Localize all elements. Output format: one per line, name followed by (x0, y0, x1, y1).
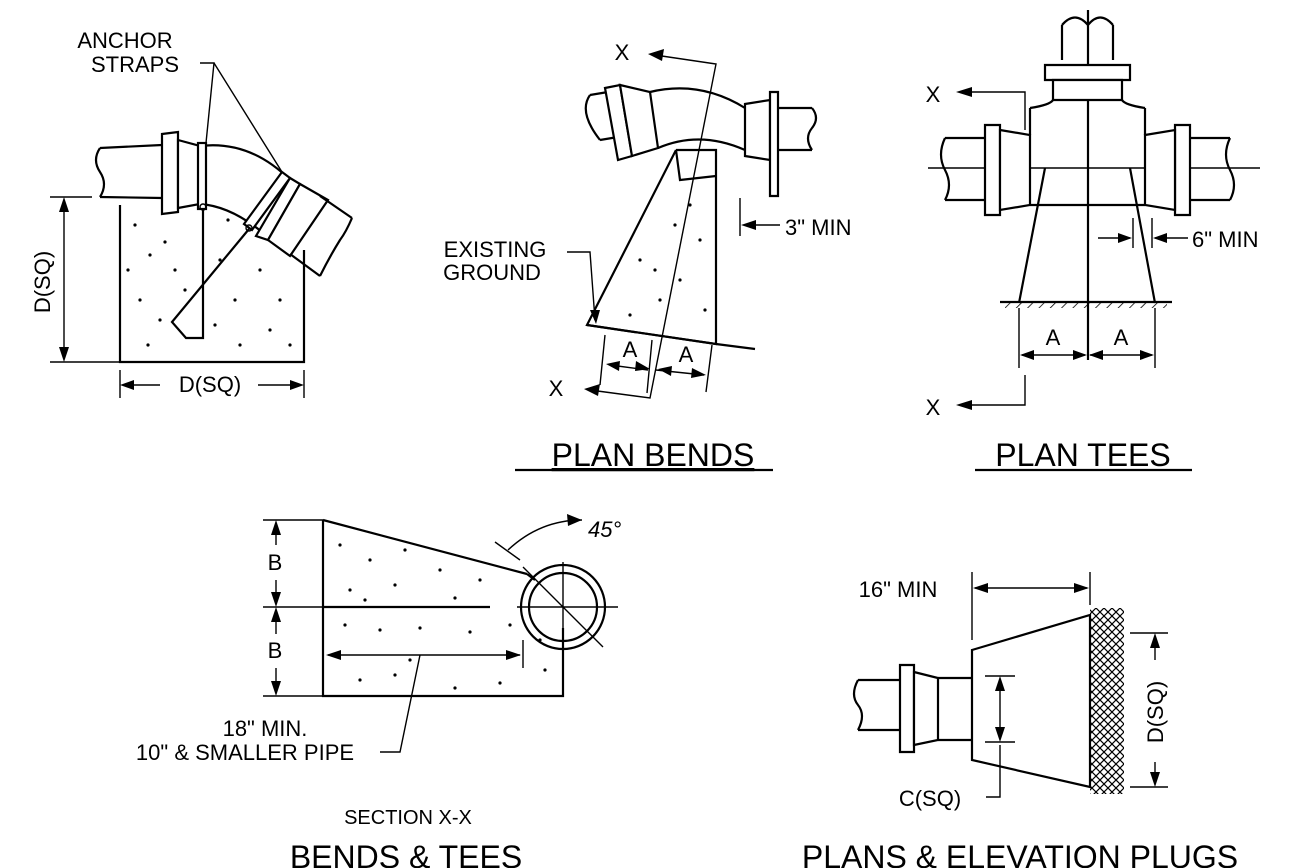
existing-ground-label-1: EXISTING (444, 237, 547, 262)
ten-smaller-label: 10" & SMALLER PIPE (136, 740, 354, 765)
csq-label: C(SQ) (899, 786, 961, 811)
dsq-plug-label: D(SQ) (1143, 681, 1168, 743)
x-bends-top-label: X (615, 40, 630, 65)
plans-elevation-plugs-title: PLANS & ELEVATION PLUGS (802, 839, 1238, 868)
sixteen-min-label: 16" MIN (859, 577, 938, 602)
anchor-concrete-block (118, 205, 306, 364)
b-bottom-label: B (268, 638, 283, 663)
a-tees-label-2: A (1114, 325, 1129, 350)
plan-bends-aggregate (628, 203, 707, 317)
section-xx-label: SECTION X-X (344, 807, 472, 829)
anchor-strap-1 (196, 141, 208, 211)
dsq-left-horizontal-label: D(SQ) (179, 372, 241, 397)
dsq-left-vertical-label: D(SQ) (30, 251, 55, 313)
anchor-pipe-left (99, 143, 163, 200)
plan-tees-detail (928, 10, 1260, 410)
anchor-concrete-aggregate (126, 218, 292, 347)
anchor-straps-label-2: STRAPS (91, 52, 179, 77)
plan-bends-detail (567, 49, 818, 399)
bends-tees-title: BENDS & TEES (290, 839, 522, 868)
forty-five-label: 45° (588, 517, 621, 542)
plug-detail (852, 572, 1168, 798)
section-aggregate (338, 543, 547, 690)
plan-bends-title: PLAN BENDS (552, 437, 755, 473)
anchor-straps-label-1: ANCHOR (77, 28, 172, 53)
tees-ground-hatch (1005, 302, 1167, 308)
a-bends-label-1: A (623, 337, 638, 362)
plan-tees-title: PLAN TEES (995, 437, 1170, 473)
anchor-detail (50, 62, 354, 398)
six-min-label: 6" MIN (1192, 227, 1258, 252)
a-bends-label-2: A (679, 342, 694, 367)
a-tees-label-1: A (1046, 325, 1061, 350)
x-bends-bottom-label: X (549, 376, 564, 401)
x-tees-top-label: X (926, 82, 941, 107)
x-tees-bottom-label: X (926, 395, 941, 420)
eighteen-min-label: 18" MIN. (223, 716, 308, 741)
existing-ground-label-2: GROUND (443, 260, 541, 285)
plug-soil-hatch (1090, 608, 1124, 794)
anchor-rod (170, 209, 250, 340)
b-top-label: B (268, 550, 283, 575)
three-min-label: 3" MIN (785, 215, 851, 240)
section-xx-detail (263, 514, 618, 753)
plug-block (970, 613, 1092, 789)
